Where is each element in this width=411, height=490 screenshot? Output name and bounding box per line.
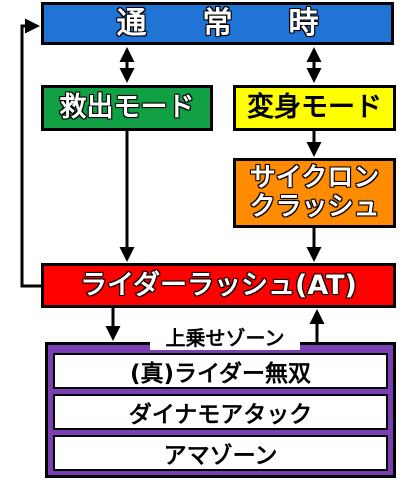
node-cyclone-label-line1: サイクロン: [249, 163, 380, 194]
node-rescue-mode: 救出モード: [41, 85, 213, 131]
node-cyclone-label-line2: クラッシュ: [249, 192, 381, 222]
uwanose-item: ダイナモアタック: [53, 394, 388, 430]
node-normal-state: 通常時: [41, 2, 394, 45]
uwanose-item: (真)ライダー無双: [53, 353, 388, 389]
node-normal-label: 通常時: [116, 6, 375, 41]
node-henshin-mode: 変身モード: [233, 85, 396, 131]
node-rescue-label: 救出モード: [59, 92, 196, 124]
uwanose-zone-label: 上乗せゾーン: [150, 322, 300, 350]
node-rush-label: ライダーラッシュ(AT): [79, 269, 357, 301]
node-rider-rush-at: ライダーラッシュ(AT): [41, 263, 396, 308]
arrow-rush-normal-loop: [20, 18, 41, 288]
node-cyclone-crash: サイクロン クラッシュ: [233, 158, 396, 228]
uwanose-item: アマゾーン: [53, 435, 388, 471]
node-henshin-label: 変身モード: [247, 92, 382, 124]
